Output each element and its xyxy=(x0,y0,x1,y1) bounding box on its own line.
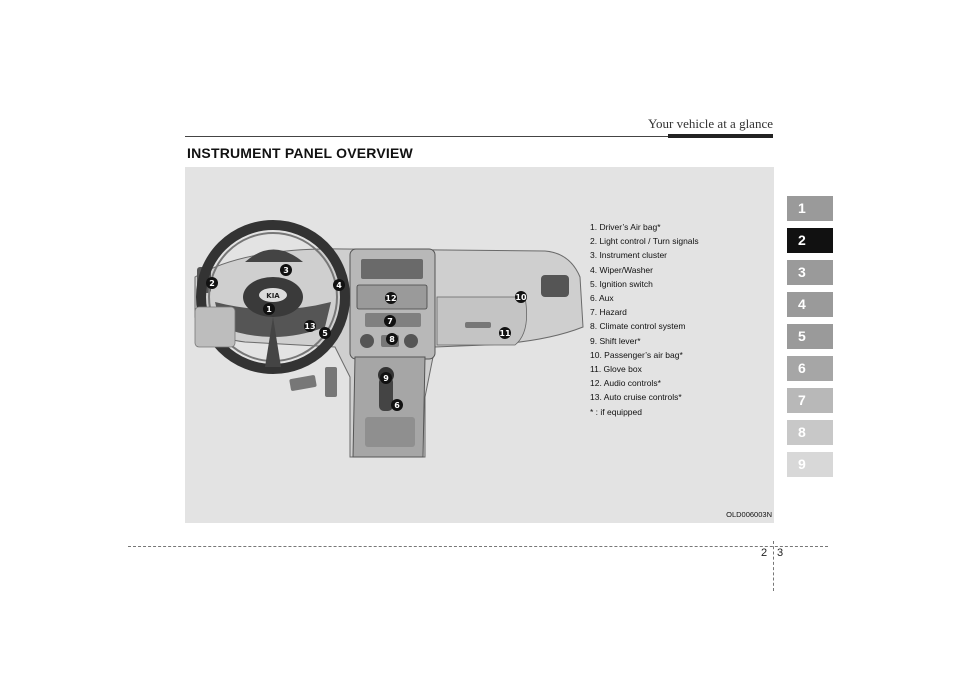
chapter-tab-label: 4 xyxy=(798,296,806,312)
legend-list: 1. Driver’s Air bag* 2. Light control / … xyxy=(590,220,699,419)
chapter-tab-4[interactable]: 4 xyxy=(787,292,833,317)
dashboard-illustration: KIA xyxy=(194,220,584,458)
svg-text:6: 6 xyxy=(394,401,400,410)
legend-item: 13. Auto cruise controls* xyxy=(590,392,682,403)
chapter-tab-label: 2 xyxy=(798,232,806,248)
chapter-tab-label: 1 xyxy=(798,200,806,216)
chapter-tab-5[interactable]: 5 xyxy=(787,324,833,349)
svg-text:3: 3 xyxy=(283,266,289,275)
callout-13: 13 xyxy=(304,320,316,332)
chapter-tab-label: 5 xyxy=(798,328,806,344)
svg-text:13: 13 xyxy=(304,322,315,331)
header-rule xyxy=(185,136,773,137)
figure-code: OLD006003N xyxy=(726,510,772,519)
legend-item: 1. Driver’s Air bag* xyxy=(590,222,661,232)
chapter-tab-3[interactable]: 3 xyxy=(787,260,833,285)
svg-text:2: 2 xyxy=(209,279,215,288)
svg-text:7: 7 xyxy=(387,317,393,326)
callout-1: 1 xyxy=(263,303,275,315)
chapter-tab-8[interactable]: 8 xyxy=(787,420,833,445)
callout-7: 7 xyxy=(384,315,396,327)
running-header: Your vehicle at a glance xyxy=(647,116,773,131)
legend-item: 11. Glove box xyxy=(590,364,642,375)
chapter-tab-label: 6 xyxy=(798,360,806,376)
section-title: INSTRUMENT PANEL OVERVIEW xyxy=(187,145,413,161)
callout-markers: 1 2 3 4 5 6 7 8 9 10 11 12 13 xyxy=(206,264,527,411)
legend-item: 8. Climate control system xyxy=(590,321,686,332)
callout-5: 5 xyxy=(319,327,331,339)
legend-item: 9. Shift lever* xyxy=(590,335,641,346)
chapter-tab-label: 7 xyxy=(798,392,806,408)
callout-10: 10 xyxy=(515,291,527,303)
legend-item: 7. Hazard xyxy=(590,307,627,318)
svg-text:10: 10 xyxy=(515,293,527,302)
chapter-tab-6[interactable]: 6 xyxy=(787,356,833,381)
chapter-tab-label: 9 xyxy=(798,456,806,472)
legend-footnote: * : if equipped xyxy=(590,406,642,417)
svg-text:11: 11 xyxy=(499,329,511,338)
legend-item: 6. Aux xyxy=(590,293,614,304)
callout-3: 3 xyxy=(280,264,292,276)
callout-12: 12 xyxy=(385,292,397,304)
chapter-tab-1[interactable]: 1 xyxy=(787,196,833,221)
chapter-number: 2 xyxy=(761,547,768,559)
callout-9: 9 xyxy=(380,372,392,384)
callout-4: 4 xyxy=(333,279,345,291)
chapter-tab-label: 3 xyxy=(798,264,806,280)
svg-text:12: 12 xyxy=(385,294,396,303)
callout-11: 11 xyxy=(499,327,511,339)
legend-item: 10. Passenger’s air bag* xyxy=(590,349,683,360)
instrument-panel-figure: KIA 1 2 3 4 5 6 7 8 9 10 11 12 13 1. Dri… xyxy=(185,167,774,523)
page-number: 3 xyxy=(777,547,784,559)
callout-6: 6 xyxy=(391,399,403,411)
chapter-tab-2[interactable]: 2 xyxy=(787,228,833,253)
chapter-tabs: 1 2 3 4 5 6 7 8 9 xyxy=(787,196,833,484)
legend-item: 5. Ignition switch xyxy=(590,278,653,289)
callout-8: 8 xyxy=(386,333,398,345)
svg-text:5: 5 xyxy=(322,329,328,338)
chapter-tab-label: 8 xyxy=(798,424,806,440)
legend-item: 2. Light control / Turn signals xyxy=(590,236,699,247)
svg-text:1: 1 xyxy=(266,305,272,314)
svg-text:9: 9 xyxy=(383,374,389,383)
header-rule-accent xyxy=(668,134,773,138)
legend-item: 4. Wiper/Washer xyxy=(590,264,653,275)
footer-rule xyxy=(128,546,828,547)
legend-item: 12. Audio controls* xyxy=(590,378,661,389)
footer-divider xyxy=(773,541,774,591)
svg-text:4: 4 xyxy=(336,281,342,290)
callout-2: 2 xyxy=(206,277,218,289)
chapter-tab-9[interactable]: 9 xyxy=(787,452,833,477)
svg-text:8: 8 xyxy=(389,335,395,344)
legend-item: 3. Instrument cluster xyxy=(590,250,668,261)
kia-logo: KIA xyxy=(266,292,280,300)
chapter-tab-7[interactable]: 7 xyxy=(787,388,833,413)
